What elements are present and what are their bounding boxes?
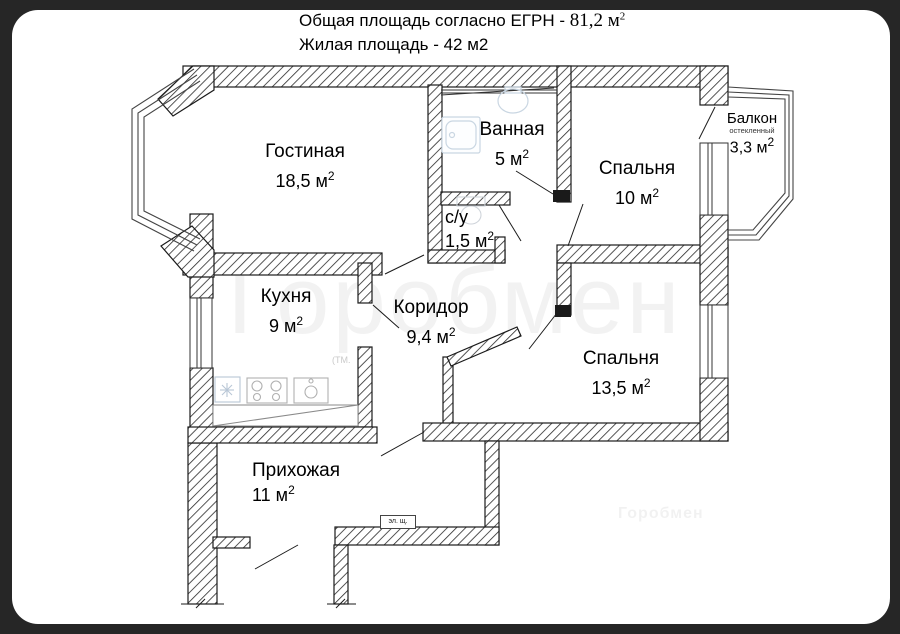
wall-bed135-left-lower	[442, 356, 454, 428]
room-area: 10 м2	[614, 185, 660, 208]
bay-glazing-inner	[143, 80, 201, 240]
total-area-line: Общая площадь согласно ЕГРН - 81,2 м2	[299, 10, 625, 32]
wall-hall-left-stub	[212, 536, 251, 549]
electrical-panel-label: эл. щ.	[380, 515, 416, 529]
hall-door	[380, 431, 425, 457]
room-label-bath: Ванная 5 м2	[479, 116, 544, 173]
balcony-glazing-inner	[727, 96, 786, 231]
kitchen-sink-icon	[293, 377, 329, 404]
room-name: Балкон	[726, 110, 778, 127]
wall-kitchen-right-upper	[357, 262, 373, 304]
room-area: 3,3 м2	[729, 134, 775, 157]
bed135-window	[699, 304, 729, 379]
bath-partition	[440, 87, 557, 96]
wall-below-stub	[333, 544, 349, 605]
walls-layer	[157, 65, 729, 605]
fixtures-layer	[212, 86, 529, 427]
entrance-door	[254, 544, 299, 570]
kitchen-counter	[212, 404, 359, 427]
door-stop-bed135	[555, 305, 571, 317]
living-area-line: Жилая площадь - 42 м2	[299, 35, 489, 54]
sink-icon	[497, 86, 529, 114]
bathtub-icon	[441, 116, 481, 154]
room-label-kitchen: Кухня 9 м2	[261, 283, 312, 340]
wall-wc-top	[440, 191, 511, 206]
wall-bed10-left	[556, 65, 572, 203]
room-area: 11 м2	[252, 482, 295, 505]
bath-door	[515, 170, 554, 195]
wall-right-a	[699, 65, 729, 106]
balcony-glazing-outer	[727, 86, 794, 241]
wall-corridor-bottom	[422, 422, 729, 442]
bed10-door	[567, 203, 584, 247]
kitchen-door	[372, 304, 400, 329]
room-label-wc: с/у 1,5 м2	[445, 206, 494, 254]
bed135-door	[528, 312, 558, 350]
wc-door	[498, 204, 522, 242]
wall-bed135-angled	[446, 326, 522, 367]
room-area: 9 м2	[268, 313, 304, 336]
break-marks	[181, 598, 356, 609]
wall-wc-return	[494, 236, 506, 264]
room-name: Кухня	[260, 286, 312, 307]
total-area-value: 81,2 м	[569, 10, 620, 31]
room-area: 18,5 м2	[275, 168, 335, 191]
room-name: Спальня	[582, 348, 660, 369]
room-label-balcony: Балкон остекленный 3,3 м2	[727, 110, 777, 158]
wall-hall-bottom	[334, 526, 500, 546]
doors-layer	[254, 106, 716, 570]
toilet-icon	[456, 196, 486, 225]
wall-right-b	[699, 214, 729, 306]
door-stops	[553, 190, 571, 317]
bay-glazing-outer	[131, 68, 195, 252]
wall-kitchen-bottom	[187, 426, 378, 444]
door-stop-bed10	[553, 190, 570, 202]
wall-living-right	[427, 84, 443, 264]
room-area: 5 м2	[494, 146, 530, 169]
balcony-glazing-mid	[727, 91, 790, 236]
wall-bay-stub-upper	[157, 65, 215, 117]
room-name: Прихожая	[252, 460, 341, 481]
room-name: Спальня	[598, 158, 676, 179]
stove-icon	[246, 377, 288, 404]
wall-kitchen-right-lower	[357, 346, 373, 428]
room-area: 1,5 м2	[445, 229, 495, 252]
wall-bay-stub-lower	[160, 225, 215, 278]
balcony-window	[699, 142, 729, 216]
total-area-label: Общая площадь согласно ЕГРН -	[299, 11, 570, 30]
room-area: 13,5 м2	[591, 375, 651, 398]
living-door	[384, 254, 425, 275]
fridge-icon	[214, 376, 241, 403]
room-label-corridor: Коридор 9,4 м2	[393, 294, 468, 351]
room-label-bedroom135: Спальня 13,5 м2	[583, 345, 659, 402]
wall-left-hall	[187, 442, 218, 605]
faint-annotation: (ТМ.	[332, 355, 351, 365]
windows-layer	[189, 142, 729, 379]
room-name: с/у	[445, 207, 469, 227]
room-name: Ванная	[479, 119, 545, 140]
room-label-bedroom10: Спальня 10 м2	[599, 155, 675, 212]
plan-sheet	[12, 10, 890, 624]
bay-glazing-mid	[137, 74, 198, 246]
room-name: Коридор	[393, 297, 469, 318]
wall-right-c	[699, 377, 729, 442]
wall-top	[182, 65, 729, 88]
plan-title: Общая площадь согласно ЕГРН - 81,2 м2 Жи…	[299, 10, 625, 55]
glazing-layer	[131, 68, 794, 252]
room-name: Гостиная	[265, 141, 345, 162]
total-area-sup: 2	[619, 10, 626, 23]
room-label-living: Гостиная 18,5 м2	[265, 138, 345, 195]
watermark-corner: Горобмен	[618, 505, 704, 522]
balcony-note: остекленный	[729, 126, 775, 136]
room-area: 9,4 м2	[406, 324, 456, 347]
room-label-hallway: Прихожая 11 м2	[252, 459, 340, 506]
balcony-door	[698, 106, 716, 140]
